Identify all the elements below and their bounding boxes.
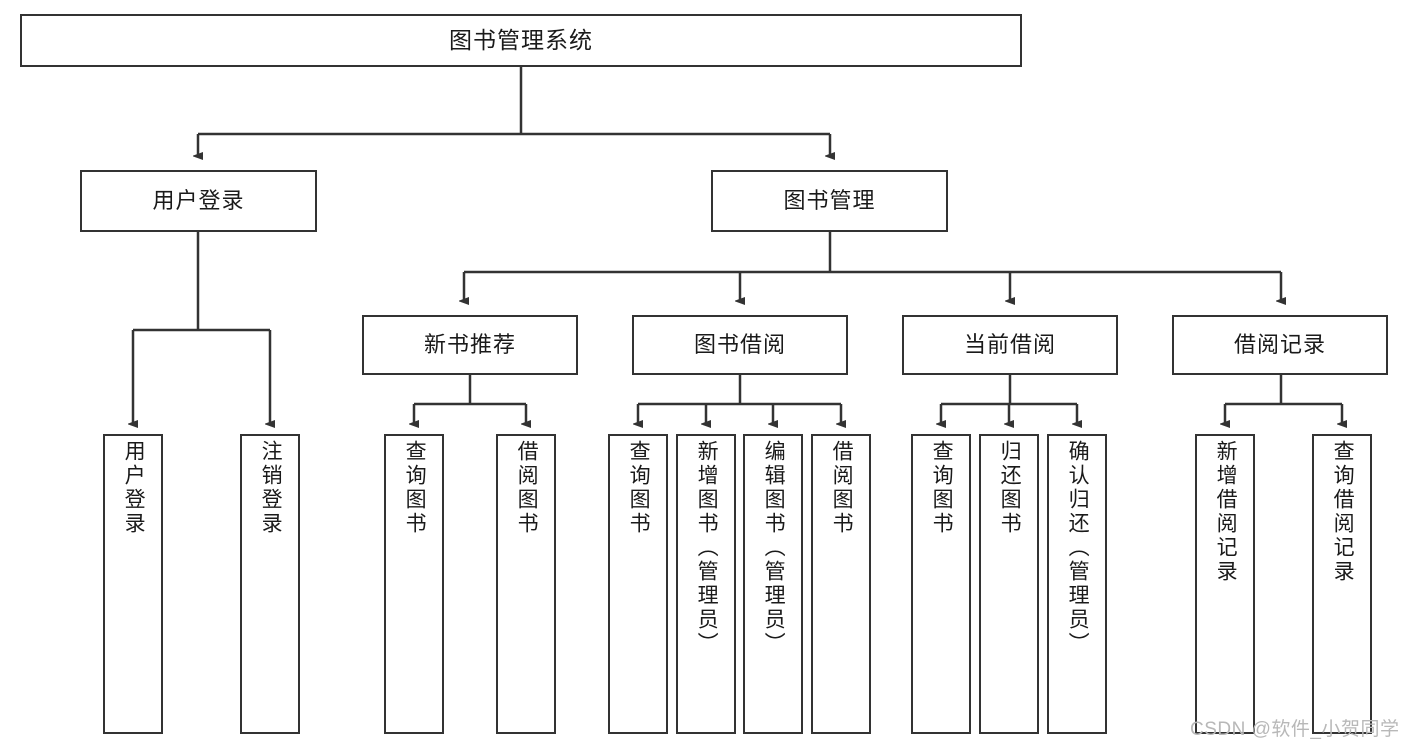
node-new-book-recommend[interactable]: 新书推荐: [362, 315, 578, 375]
node-book-manage[interactable]: 图书管理: [711, 170, 948, 232]
leaf-add-record[interactable]: 新增借阅记录: [1195, 434, 1255, 734]
leaf-query-book-3[interactable]: 查询图书: [911, 434, 971, 734]
leaf-edit-book[interactable]: 编辑图书（管理员）: [743, 434, 803, 734]
csdn-watermark: CSDN @软件_小贺同学: [1190, 719, 1400, 740]
node-borrow-record[interactable]: 借阅记录: [1172, 315, 1388, 375]
leaf-borrow-book-1[interactable]: 借阅图书: [496, 434, 556, 734]
leaf-user-login[interactable]: 用户登录: [103, 434, 163, 734]
leaf-confirm-return[interactable]: 确认归还（管理员）: [1047, 434, 1107, 734]
node-root[interactable]: 图书管理系统: [20, 14, 1022, 67]
node-current-borrow[interactable]: 当前借阅: [902, 315, 1118, 375]
leaf-return-book[interactable]: 归还图书: [979, 434, 1039, 734]
leaf-query-book-1[interactable]: 查询图书: [384, 434, 444, 734]
node-user-login[interactable]: 用户登录: [80, 170, 317, 232]
leaf-borrow-book-2[interactable]: 借阅图书: [811, 434, 871, 734]
leaf-query-record[interactable]: 查询借阅记录: [1312, 434, 1372, 734]
leaf-logout-login[interactable]: 注销登录: [240, 434, 300, 734]
node-book-borrow[interactable]: 图书借阅: [632, 315, 848, 375]
leaf-query-book-2[interactable]: 查询图书: [608, 434, 668, 734]
leaf-add-book[interactable]: 新增图书（管理员）: [676, 434, 736, 734]
